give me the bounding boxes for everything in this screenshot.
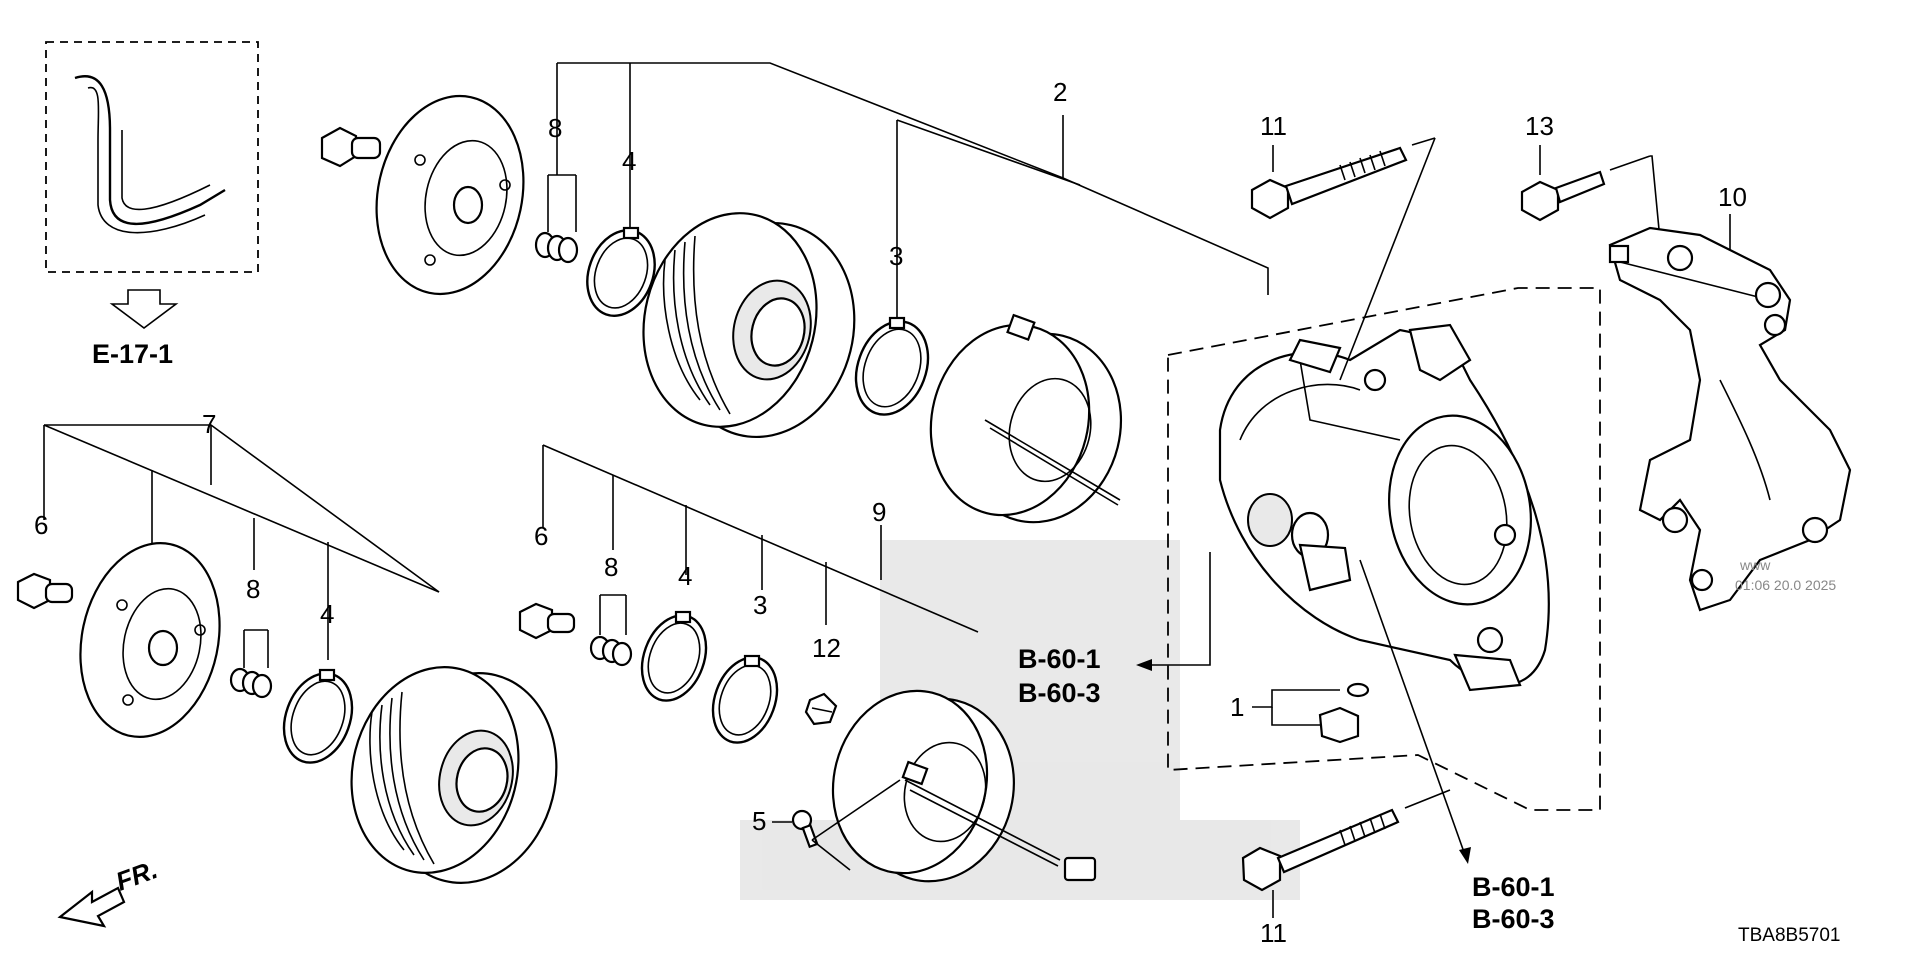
callout-11-lower[interactable]: 11 xyxy=(1260,918,1287,948)
clip-12 xyxy=(804,692,838,726)
shim-mid xyxy=(589,594,633,667)
callout-6-left[interactable]: 6 xyxy=(34,510,48,540)
callout-4-upper[interactable]: 4 xyxy=(622,146,636,176)
ref-b-60-3-mid[interactable]: B-60-3 xyxy=(1018,678,1101,708)
callout-4-mid[interactable]: 4 xyxy=(678,561,692,591)
callout-8-mid[interactable]: 8 xyxy=(604,552,618,582)
ref-e-17-1[interactable]: E-17-1 xyxy=(92,339,173,369)
bolt-left xyxy=(16,572,74,610)
ref-b-60-1-bottom[interactable]: B-60-1 xyxy=(1472,872,1555,902)
pulley-left xyxy=(350,666,558,884)
callout-12[interactable]: 12 xyxy=(812,633,841,663)
leader-lines-9 xyxy=(542,444,979,633)
callout-8-left[interactable]: 8 xyxy=(246,574,260,604)
bolt-13 xyxy=(1520,145,1673,281)
callout-4-left[interactable]: 4 xyxy=(320,599,334,629)
snap-ring-upper xyxy=(586,226,656,317)
belt-inset-box xyxy=(45,41,259,273)
compressor-dashed-boundary xyxy=(1167,287,1601,811)
diagram-code: TBA8B5701 xyxy=(1738,925,1840,946)
clutch-plate-left xyxy=(79,542,221,738)
leader-lines-7 xyxy=(43,424,440,660)
compressor-bracket-10 xyxy=(1608,214,1852,612)
long-bolt-lower xyxy=(1241,789,1451,918)
callout-5[interactable]: 5 xyxy=(752,806,766,836)
long-bolt-upper xyxy=(1250,137,1436,381)
callout-3-upper[interactable]: 3 xyxy=(889,241,903,271)
callout-7[interactable]: 7 xyxy=(202,409,216,439)
bolt-upper xyxy=(320,126,382,168)
watermark-line-2: 01:06 20.0 2025 xyxy=(1735,577,1836,593)
snap-ring-mid xyxy=(640,610,708,702)
pulley-upper xyxy=(642,212,856,439)
compressor-body xyxy=(1218,323,1550,692)
plug-1 xyxy=(1252,682,1370,744)
field-coil-lower xyxy=(831,689,1097,883)
callout-8-upper[interactable]: 8 xyxy=(548,113,562,143)
callout-10[interactable]: 10 xyxy=(1718,182,1747,212)
fr-label: FR. xyxy=(112,854,162,897)
snap-ring-3-upper xyxy=(854,316,930,416)
watermark-line-1: www xyxy=(1739,557,1771,573)
ref-leader-mid xyxy=(1136,552,1211,671)
front-direction-arrow-icon xyxy=(57,886,126,928)
callout-13[interactable]: 13 xyxy=(1525,111,1554,141)
callout-2[interactable]: 2 xyxy=(1053,77,1067,107)
ref-b-60-3-bottom[interactable]: B-60-3 xyxy=(1472,904,1555,934)
ref-b-60-1-mid[interactable]: B-60-1 xyxy=(1018,644,1101,674)
shim-upper xyxy=(534,174,579,264)
callout-1[interactable]: 1 xyxy=(1230,692,1244,722)
snap-ring-3-mid xyxy=(711,654,779,744)
screw-5 xyxy=(772,779,901,871)
callout-3-mid[interactable]: 3 xyxy=(753,590,767,620)
snap-ring-left xyxy=(282,668,354,764)
bolt-mid xyxy=(518,602,576,640)
arrow-down-icon xyxy=(109,289,179,329)
callout-11-upper[interactable]: 11 xyxy=(1260,111,1287,141)
ref-leader-bottom xyxy=(1359,559,1471,864)
clutch-plate-upper xyxy=(375,94,525,296)
leader-lines-upper xyxy=(556,62,1269,322)
callout-9[interactable]: 9 xyxy=(872,497,886,527)
shim-left xyxy=(229,629,273,699)
field-coil-upper xyxy=(929,313,1123,524)
callout-6-mid[interactable]: 6 xyxy=(534,521,548,551)
